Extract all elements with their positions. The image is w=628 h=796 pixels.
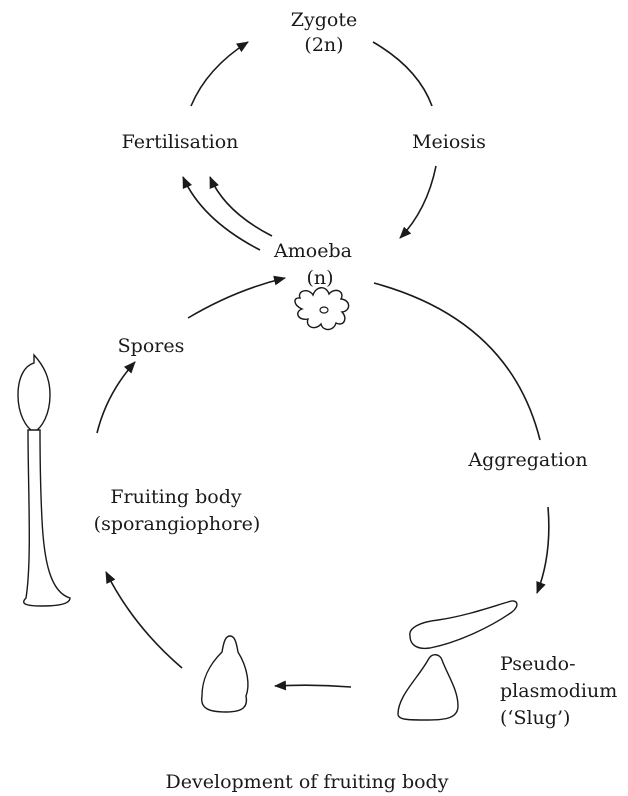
amoeba-to-aggregation-line xyxy=(374,283,540,440)
zygote-ploidy-label: (2n) xyxy=(304,34,343,56)
amoeba-to-fertilisation-arrow-1 xyxy=(183,177,260,250)
aggregation-label: Aggregation xyxy=(467,449,587,471)
amoeba-icon xyxy=(295,288,349,330)
pseudoplasmodium-label-line3: (‘Slug’) xyxy=(500,707,570,729)
mound-icon xyxy=(398,655,458,720)
meiosis-label: Meiosis xyxy=(412,131,486,153)
zygote-label: Zygote xyxy=(291,9,357,31)
pseudoplasmodium-label-line1: Pseudo- xyxy=(500,653,576,675)
sporangiophore-icon xyxy=(18,355,70,606)
fruiting-body-to-spores-arrow xyxy=(97,362,135,433)
bell-to-fruiting-body-arrow xyxy=(106,572,182,668)
amoeba-label: Amoeba xyxy=(273,240,352,262)
amoeba-to-fertilisation-arrow-2 xyxy=(210,177,272,236)
meiosis-to-amoeba-arrow xyxy=(400,166,436,238)
mound-to-bell-arrow xyxy=(275,685,351,687)
fertilisation-to-zygote-arrow xyxy=(191,42,248,106)
slug-icon xyxy=(410,601,517,648)
spores-to-amoeba-arrow xyxy=(188,278,285,318)
zygote-to-meiosis-line xyxy=(373,42,432,106)
pseudoplasmodium-label-line2: plasmodium xyxy=(500,680,617,702)
bell-fruiting-icon xyxy=(202,636,248,712)
fruiting-body-label: Fruiting body xyxy=(110,486,241,508)
fertilisation-label: Fertilisation xyxy=(122,131,239,153)
development-label: Development of fruiting body xyxy=(166,771,449,793)
spores-label: Spores xyxy=(118,335,185,357)
amoeba-ploidy-label: (n) xyxy=(306,267,333,289)
sporangiophore-label: (sporangiophore) xyxy=(94,513,261,535)
aggregation-to-slug-arrow xyxy=(537,507,549,593)
